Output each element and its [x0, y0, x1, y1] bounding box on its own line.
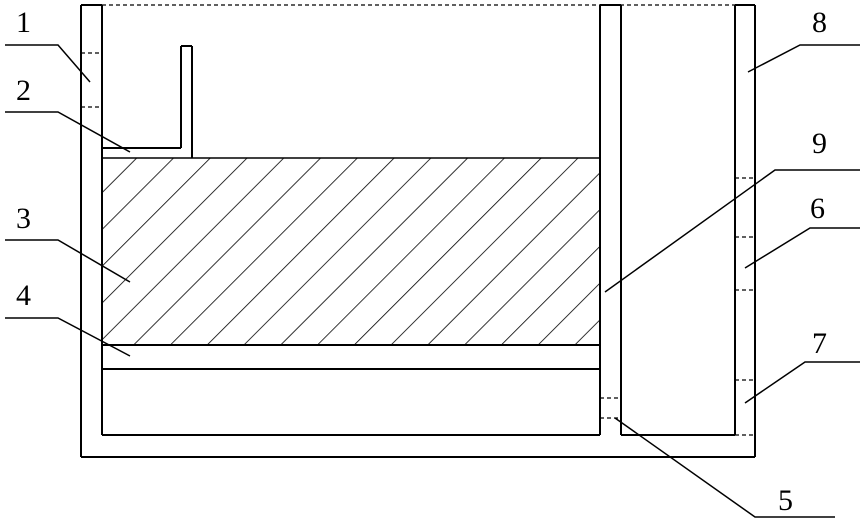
- hatched-layer: [101, 157, 601, 346]
- leader-6: [744, 227, 860, 269]
- leader-2: [5, 111, 131, 153]
- callout-6: 6: [810, 192, 825, 225]
- callout-7: 7: [812, 327, 827, 360]
- callout-1: 1: [16, 6, 31, 39]
- leader-9: [604, 169, 860, 293]
- callout-labels: 1 2 3 4 5 6 7 8 9: [16, 6, 827, 517]
- partition-wall: [599, 4, 622, 435]
- callout-3: 3: [16, 202, 31, 235]
- leader-7: [744, 361, 860, 404]
- overflow-pipe: [102, 45, 193, 158]
- callout-9: 9: [812, 127, 827, 160]
- support-plate: [102, 344, 600, 370]
- leader-1: [5, 44, 91, 83]
- callout-2: 2: [16, 74, 31, 107]
- leader-4: [5, 317, 131, 357]
- callout-4: 4: [16, 279, 31, 312]
- left-inner-wall: [81, 5, 103, 435]
- outer-tank: [80, 4, 756, 458]
- leader-5: [614, 417, 835, 518]
- callout-8: 8: [812, 6, 827, 39]
- right-inner-wall: [734, 4, 755, 436]
- callout-5: 5: [778, 484, 793, 517]
- leader-3: [5, 239, 131, 283]
- leader-8: [747, 44, 860, 73]
- leader-lines: [5, 44, 860, 518]
